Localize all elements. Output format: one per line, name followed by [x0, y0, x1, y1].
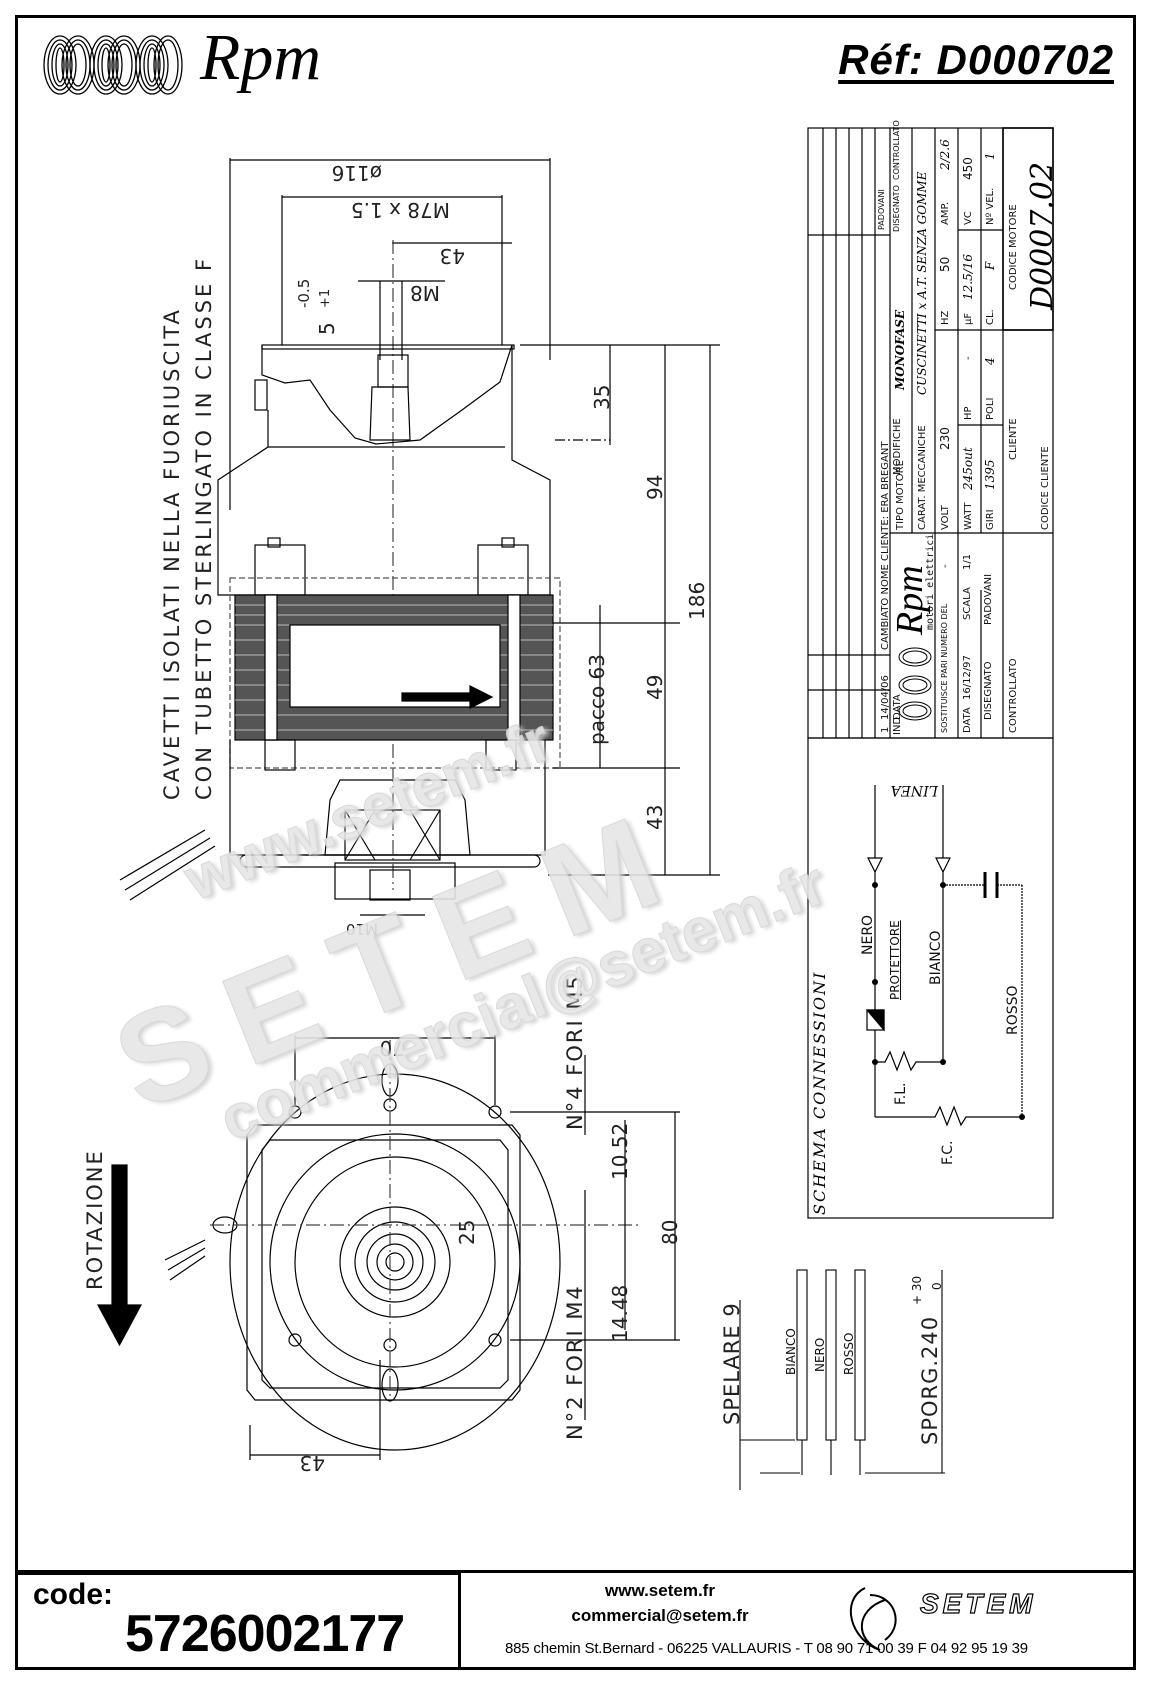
dim-m8: M8 — [410, 281, 440, 305]
cl-label: CL. — [985, 309, 996, 325]
dim-80: 80 — [658, 1219, 682, 1245]
title-block-coil-icon — [898, 647, 932, 721]
product-code: 5726002177 — [125, 1605, 405, 1663]
dim-5: 5 — [315, 322, 339, 335]
poli-value: 4 — [983, 357, 997, 365]
dim-49: 49 — [643, 674, 667, 700]
schema-fc: F.C. — [940, 1140, 956, 1165]
amp-label: AMP. — [940, 201, 951, 225]
giri-value: 1395 — [983, 459, 997, 490]
rev-ind: 1 — [880, 726, 891, 733]
nvel-value: 1 — [983, 152, 997, 160]
hp-value: - — [963, 356, 974, 360]
dim-43-top: 43 — [439, 244, 465, 268]
dim-14-48: 14.48 — [608, 1284, 632, 1342]
scala-label: SCALA — [962, 587, 973, 620]
cl-value: F — [983, 261, 997, 270]
dim-94: 94 — [643, 474, 667, 500]
controllato-label: CONTROLLATO — [1008, 658, 1019, 733]
setem-wordmark: SETEM — [919, 1587, 1037, 1619]
dim-43-front: 43 — [299, 1451, 325, 1475]
rpm-logo: Rpm — [40, 22, 370, 100]
schema-linea: LINEA — [890, 782, 938, 798]
uf-label: µF — [963, 312, 974, 325]
disegnato-label: DISEGNATO — [983, 661, 994, 720]
tolerance-lower: +1 — [318, 288, 333, 308]
uf-value: 12.5/16 — [961, 253, 975, 300]
cliente-label: CLIENTE — [1008, 418, 1019, 460]
codice-cliente-label: CODICE CLIENTE — [1040, 446, 1051, 530]
watt-label: WATT — [963, 502, 974, 530]
coil-logo-icon — [43, 35, 183, 95]
tolerance-upper: -0.5 — [295, 278, 313, 308]
dim-25: 25 — [455, 1219, 479, 1245]
wire-tol-lower: 0 — [930, 1282, 944, 1290]
brand-name: Rpm — [200, 21, 321, 94]
email-link[interactable]: commercial@setem.fr — [571, 1606, 749, 1625]
code-label: code: — [33, 1578, 114, 1611]
disegnato-value: PADOVANI — [983, 573, 994, 625]
hp-label: HP — [963, 406, 974, 420]
hz-label: HZ — [940, 310, 951, 325]
schema-title: SCHEMA CONNESSIONI — [810, 970, 829, 1215]
amp-value: 2/2.6 — [938, 139, 952, 170]
sostituisce-value: - — [940, 564, 951, 568]
hdr-controllato: CONTROLLATO — [892, 120, 901, 180]
codice-motore-value: D0007.02 — [1025, 161, 1060, 310]
wire-length-label: SPORG.240 — [918, 1315, 942, 1445]
drawing-frame — [15, 15, 1136, 1670]
nvel-label: Nº VEL. — [985, 187, 996, 225]
contact-block: www.setem.fr commercial@setem.fr — [520, 1578, 800, 1628]
schema-rosso: ROSSO — [1005, 985, 1021, 1035]
wire-label-rosso: ROSSO — [842, 1332, 856, 1375]
volt-value: 230 — [938, 427, 952, 450]
website-link[interactable]: www.setem.fr — [605, 1581, 715, 1600]
company-address: 885 chemin St.Bernard - 06225 VALLAURIS … — [505, 1640, 1028, 1657]
dim-35: 35 — [590, 384, 614, 410]
hz-value: 50 — [938, 256, 952, 272]
footer-divider — [15, 1570, 1136, 1573]
giri-label: GIRI — [985, 509, 996, 530]
rev-date: 14/04/06 — [880, 675, 891, 720]
dim-186: 186 — [685, 581, 709, 620]
vc-label: VC — [963, 211, 974, 225]
wire-tol-upper: + 30 — [910, 1275, 924, 1305]
schema-bianco: BIANCO — [928, 930, 944, 985]
dim-pacco-63: pacco 63 — [585, 654, 609, 745]
title-block-brand-sub: motori elettrici — [925, 533, 936, 630]
code-box — [15, 1572, 461, 1670]
wire-label-bianco: BIANCO — [784, 1328, 798, 1375]
wire-label-nero: NERO — [813, 1337, 827, 1372]
vc-value: 450 — [961, 157, 975, 180]
dim-10-52: 10.52 — [608, 1122, 632, 1180]
watt-value: 245out — [961, 447, 975, 490]
poli-label: POLI — [985, 397, 996, 420]
cable-note-line1: CAVETTI ISOLATI NELLA FUORIUSCITA — [160, 307, 184, 800]
strip-label: SPELARE 9 — [720, 1302, 744, 1425]
sostituisce-label: SOSTITUISCE PARI NUMERO DEL — [940, 603, 949, 733]
rotation-label: ROTAZIONE — [83, 1149, 107, 1290]
schema-fl: F.L. — [893, 1082, 909, 1105]
dim-thread: M78 x 1.5 — [350, 198, 450, 222]
data-label: DATA — [962, 707, 973, 733]
setem-logo-swirl — [849, 1587, 897, 1651]
cable-note-line2: CON TUBETTO STERLINGATO IN CLASSE F — [192, 255, 216, 800]
holes-m4-label: N°2 FORI M4 — [563, 1284, 587, 1440]
codice-motore-label: CODICE MOTORE — [1008, 204, 1019, 290]
dim-diameter: ø116 — [331, 161, 382, 185]
hdr-disegnato: DISEGNATO — [892, 185, 901, 232]
schema-protettore: PROTETTORE — [888, 920, 902, 1000]
scala-value: 1/1 — [962, 553, 973, 570]
rev-by: PADOVANI — [877, 189, 886, 230]
carat-value: CUSCINETTI x A.T. SENZA GOMME — [915, 171, 929, 395]
tipo-motore-label: TIPO MOTORE — [895, 460, 906, 530]
reference-number: Réf: D000702 — [838, 36, 1114, 83]
volt-label: VOLT — [940, 505, 951, 530]
carat-label: CARAT. MECCANICHE — [917, 425, 928, 530]
tipo-motore-value: MONOFASE — [893, 309, 907, 390]
data-value: 16/12/97 — [962, 655, 973, 700]
schema-nero: NERO — [860, 914, 876, 955]
